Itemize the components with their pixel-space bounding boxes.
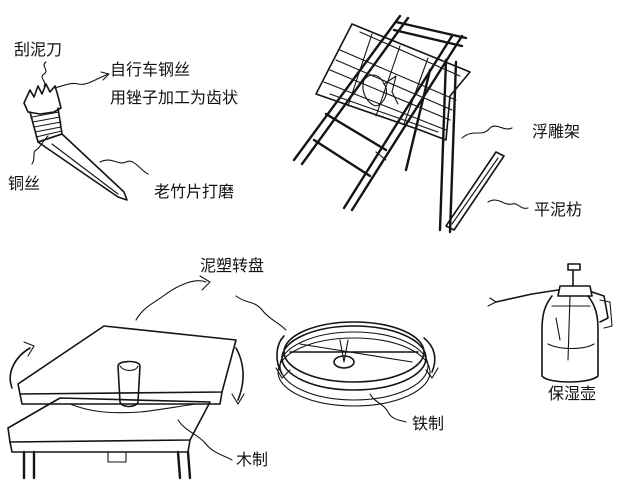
label-turntable: 泥塑转盘 xyxy=(200,256,265,275)
leader-bamboo xyxy=(99,159,149,175)
scraper-knife-drawing xyxy=(23,83,128,201)
relief-frame-drawing xyxy=(292,14,471,234)
leader-turntable-arrow xyxy=(199,275,211,291)
flat-board-drawing xyxy=(445,151,505,231)
label-file-teeth: 用锉子加工为齿状 xyxy=(110,88,239,107)
label-copper-wire: 铜丝 xyxy=(8,174,41,193)
label-bamboo-blade: 老竹片打磨 xyxy=(154,182,235,201)
sprayer-drawing xyxy=(487,263,613,383)
wooden-turntable-drawing xyxy=(7,325,245,480)
label-flat-board: 平泥枋 xyxy=(534,200,583,219)
leader-iron xyxy=(369,393,407,423)
label-relief-frame: 浮雕架 xyxy=(532,122,581,141)
iron-turntable-drawing xyxy=(275,321,439,407)
leader-spoke-arrow xyxy=(100,71,110,81)
label-scraper-knife: 刮泥刀 xyxy=(14,40,63,59)
leader-turntable xyxy=(135,280,207,321)
leader-relief-frame xyxy=(461,125,513,139)
leader-flat-board xyxy=(487,199,529,209)
label-bicycle-spoke: 自行车钢丝 xyxy=(110,60,191,79)
label-sprayer: 保湿壶 xyxy=(548,384,597,403)
leader-turntable-2 xyxy=(235,295,287,331)
leader-scraper xyxy=(41,61,47,87)
label-wood-made: 木制 xyxy=(236,450,269,469)
leader-wood xyxy=(177,419,233,461)
leader-copper xyxy=(31,135,49,165)
leader-spoke xyxy=(53,73,109,89)
label-iron-made: 铁制 xyxy=(412,414,445,433)
